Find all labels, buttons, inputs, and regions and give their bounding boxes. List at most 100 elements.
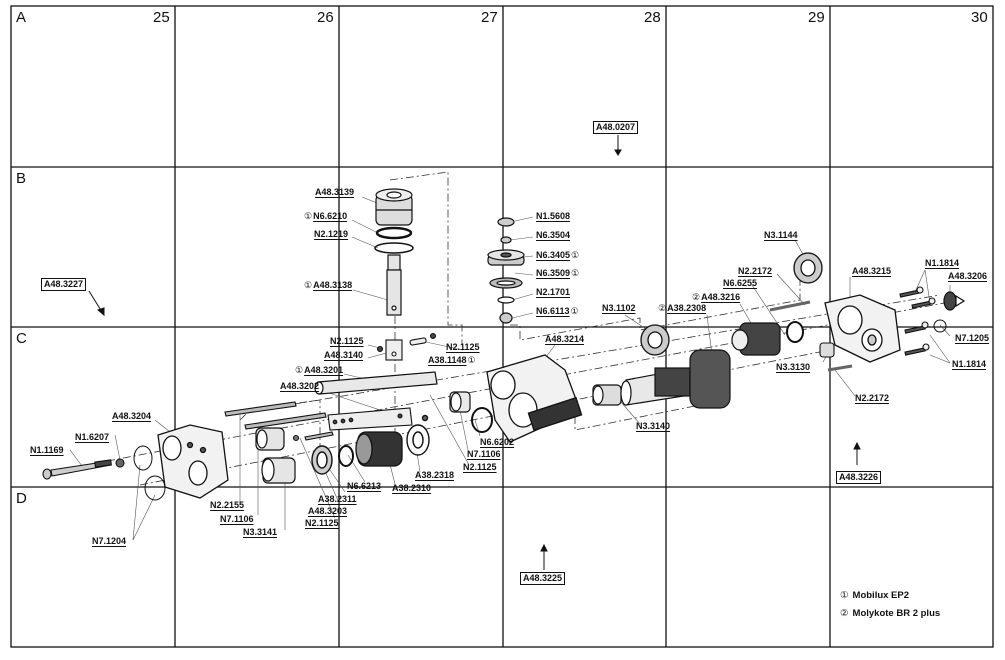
- part-number: N2.1125: [446, 342, 480, 352]
- lubricant-mark: ①: [467, 355, 476, 365]
- part-number: N2.2172: [738, 266, 773, 276]
- part-number: N3.3140: [636, 421, 671, 431]
- label-A48.3203[interactable]: A48.3203: [308, 506, 347, 517]
- label-A38.1148[interactable]: A38.1148①: [428, 355, 476, 366]
- label-N6.6255[interactable]: N6.6255: [723, 278, 757, 289]
- part-gear-shaft: [620, 349, 731, 409]
- label-N3.3141[interactable]: N3.3141: [243, 527, 277, 538]
- part-housing-A48.3214: [486, 354, 583, 443]
- label-A38.2318[interactable]: A38.2318: [415, 470, 454, 481]
- part-number: A38.2318: [415, 470, 455, 480]
- lubricant-mark: ①: [571, 268, 580, 278]
- label-N2.1125-bottom[interactable]: N2.1125: [305, 518, 339, 529]
- label-N3.1144[interactable]: N3.1144: [764, 230, 798, 241]
- label-A48.3138[interactable]: ①A48.3138: [304, 280, 352, 291]
- part-number: N6.3405: [536, 250, 571, 260]
- label-N6.3504[interactable]: N6.3504: [536, 230, 570, 241]
- lubricant-mark: ①: [570, 306, 579, 316]
- part-breather-A48.3206: [943, 291, 966, 311]
- part-bushing-N3.3141: [261, 457, 296, 484]
- part-piston-A48.3139: [375, 188, 413, 226]
- part-number: A48.3204: [112, 411, 152, 421]
- part-number: N2.1125: [463, 462, 497, 472]
- part-bolts-N1.1814: [899, 286, 936, 356]
- part-number: A38.1148: [428, 355, 467, 365]
- label-N2.2155[interactable]: N2.2155: [210, 500, 244, 511]
- label-N7.1106-left[interactable]: N7.1106: [220, 514, 254, 525]
- part-stack-N1.5608-N6.6113: [487, 217, 525, 324]
- lubricant-mark: ①: [295, 365, 304, 375]
- legend-text: Mobilux EP2: [852, 590, 910, 601]
- label-N6.6113[interactable]: N6.6113①: [536, 306, 579, 317]
- label-A38.2308[interactable]: ②A38.2308: [658, 303, 706, 314]
- label-A48.3215[interactable]: A48.3215: [852, 266, 891, 277]
- label-N7.1205[interactable]: N7.1205: [955, 333, 989, 344]
- label-N2.1125-right[interactable]: N2.1125: [463, 462, 497, 473]
- label-N1.6207[interactable]: N1.6207: [75, 432, 109, 443]
- label-N3.3140[interactable]: N3.3140: [636, 421, 670, 432]
- lubricant-mark: ①: [304, 280, 313, 290]
- label-N1.1169[interactable]: N1.1169: [30, 445, 64, 456]
- label-N2.2172-bottom[interactable]: N2.2172: [855, 393, 889, 404]
- part-pin-A48.3203: [292, 431, 334, 442]
- label-A48.3201[interactable]: ①A48.3201: [295, 365, 343, 376]
- part-number: A48.3216: [701, 292, 741, 302]
- label-A38.2310[interactable]: A38.2310: [392, 483, 431, 494]
- reference-A48.3225[interactable]: A48.3225: [520, 572, 566, 585]
- grid-row-B: B: [16, 170, 27, 187]
- label-N1.1814-bottom[interactable]: N1.1814: [952, 359, 986, 370]
- label-N6.6202[interactable]: N6.6202: [480, 437, 514, 448]
- part-cover-A48.3215: [824, 294, 901, 363]
- label-A48.3214[interactable]: A48.3214: [545, 334, 584, 345]
- reference-A48.3226[interactable]: A48.3226: [836, 471, 882, 484]
- label-A48.3139[interactable]: A48.3139: [315, 187, 354, 198]
- part-sleeve-N3.3140: [592, 384, 622, 406]
- label-N3.3130[interactable]: N3.3130: [776, 362, 810, 373]
- part-number: N7.1106: [467, 449, 501, 459]
- part-bushing-N7.1106: [255, 427, 285, 451]
- label-N6.3405[interactable]: N6.3405①: [536, 250, 579, 261]
- reference-A48.0207[interactable]: A48.0207: [593, 121, 639, 134]
- label-N6.3509[interactable]: N6.3509①: [536, 268, 579, 279]
- label-A48.3216[interactable]: ②A48.3216: [692, 292, 740, 303]
- part-rod-A48.3201: [314, 371, 438, 395]
- label-N7.1204[interactable]: N7.1204: [92, 536, 126, 547]
- part-oring-N6.6210: [375, 226, 413, 240]
- label-N6.6213[interactable]: N6.6213: [347, 481, 381, 492]
- part-bearing-N3.1144: [793, 252, 823, 284]
- label-N1.5608[interactable]: N1.5608: [536, 211, 570, 222]
- label-N2.2172-top[interactable]: N2.2172: [738, 266, 772, 277]
- grid-column-28: 28: [644, 9, 661, 26]
- legend-symbol: ②: [840, 608, 849, 619]
- lubricant-mark: ②: [692, 292, 701, 302]
- part-number: N6.6113: [536, 306, 570, 316]
- label-N2.1219[interactable]: N2.1219: [314, 229, 348, 240]
- part-block-A48.3204: [157, 424, 229, 499]
- part-number: A48.3214: [545, 334, 585, 344]
- label-N2.1125-lever[interactable]: N2.1125: [330, 336, 364, 347]
- label-N7.1106-right[interactable]: N7.1106: [467, 449, 501, 460]
- label-N1.1814-top[interactable]: N1.1814: [925, 258, 959, 269]
- label-A48.3202[interactable]: A48.3202: [280, 381, 319, 392]
- label-N3.1102[interactable]: N3.1102: [602, 303, 636, 314]
- grid-row-D: D: [16, 490, 27, 507]
- label-N6.6210[interactable]: ①N6.6210: [304, 211, 347, 222]
- label-A38.2311[interactable]: A38.2311: [318, 494, 357, 505]
- part-number: N6.6202: [480, 437, 515, 447]
- label-A48.3204[interactable]: A48.3204: [112, 411, 151, 422]
- part-washer-A38.2318: [406, 414, 430, 456]
- label-A48.3206[interactable]: A48.3206: [948, 271, 987, 282]
- part-number: N3.3141: [243, 527, 278, 537]
- label-A48.3140[interactable]: A48.3140: [324, 350, 363, 361]
- label-N2.1701[interactable]: N2.1701: [536, 287, 570, 298]
- part-number: A48.3203: [308, 506, 348, 516]
- part-number: N1.5608: [536, 211, 571, 221]
- label-N2.1125-pin[interactable]: N2.1125: [446, 342, 480, 353]
- part-number: N1.6207: [75, 432, 110, 442]
- part-bushing-N3.3130: [819, 342, 853, 372]
- reference-A48.3227[interactable]: A48.3227: [41, 278, 87, 291]
